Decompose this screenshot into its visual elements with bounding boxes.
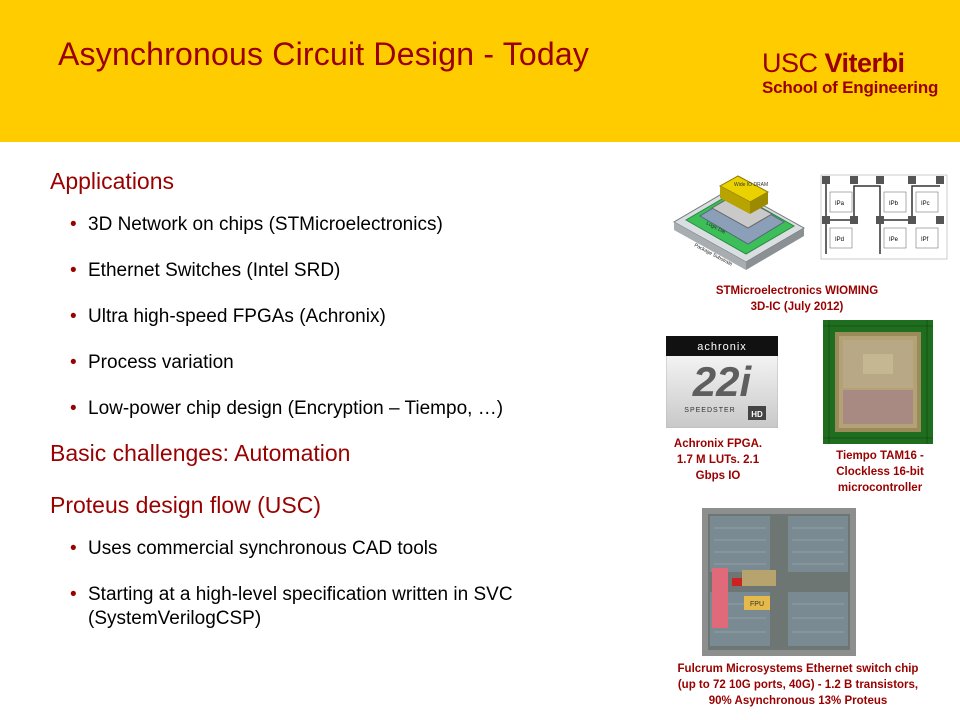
- tiempo-die-photo: [823, 320, 933, 444]
- achronix-caption-line: 1.7 M LUTs. 2.1: [676, 454, 760, 466]
- fulcrum-chip-die: FPU: [702, 508, 856, 656]
- title-banner: Asynchronous Circuit Design - Today USC …: [0, 0, 960, 142]
- noc-label: IPb: [889, 201, 899, 207]
- st-caption-line: STMicroelectronics WIOMING: [715, 285, 879, 297]
- noc-label: IPa: [835, 201, 845, 207]
- achronix-brand: achronix: [697, 341, 747, 353]
- slide-title: Asynchronous Circuit Design - Today: [58, 36, 590, 72]
- noc-label: IPe: [889, 237, 899, 243]
- achronix-hd: HD: [751, 410, 763, 419]
- achronix-model: 22i: [692, 358, 753, 405]
- logo-viterbi: Viterbi: [824, 48, 906, 78]
- tiempo-caption: Tiempo TAM16 - Clockless 16-bit microcon…: [810, 448, 950, 496]
- bullet-item: •Ultra high-speed FPGAs (Achronix): [70, 306, 386, 327]
- bullet-item: •Starting at a high-level specification …: [70, 584, 513, 629]
- achronix-caption-line: Gbps IO: [695, 470, 741, 482]
- tiempo-caption-line: Clockless 16-bit: [836, 466, 924, 478]
- wioming-3d-ic-image: Wide IO DRAM Logic Die Package Substrate: [672, 175, 806, 270]
- bullet-item: •Low-power chip design (Encryption – Tie…: [70, 398, 504, 419]
- fpu-label: FPU: [750, 601, 764, 608]
- noc-label: IPd: [835, 237, 844, 243]
- achronix-speedster-logo: achronix 22i SPEEDSTER HD: [666, 336, 778, 428]
- logo-school: School of Engineering: [762, 78, 939, 97]
- fulcrum-caption: Fulcrum Microsystems Ethernet switch chi…: [640, 661, 956, 709]
- noc-label: IPf: [921, 237, 929, 243]
- challenges-heading: Basic challenges: Automation: [50, 440, 351, 466]
- achronix-caption: Achronix FPGA. 1.7 M LUTs. 2.1 Gbps IO: [648, 436, 788, 484]
- bullet-item: •Uses commercial synchronous CAD tools: [70, 538, 438, 559]
- bullet-item: •Ethernet Switches (Intel SRD): [70, 260, 341, 281]
- fulcrum-caption-line: Fulcrum Microsystems Ethernet switch chi…: [677, 663, 919, 675]
- tiempo-caption-line: Tiempo TAM16 -: [836, 450, 924, 462]
- achronix-sub: SPEEDSTER: [684, 407, 735, 414]
- fulcrum-caption-line: (up to 72 10G ports, 40G) - 1.2 B transi…: [677, 679, 919, 691]
- noc-diagram-image: IPa IPb IPc IPd IPe IPf: [820, 174, 948, 260]
- achronix-caption-line: Achronix FPGA.: [673, 438, 763, 450]
- fulcrum-caption-line: 90% Asynchronous 13% Proteus: [708, 695, 888, 707]
- bullet-item: •3D Network on chips (STMicroelectronics…: [70, 214, 443, 235]
- proteus-heading: Proteus design flow (USC): [50, 492, 321, 518]
- usc-viterbi-logo: USC Viterbi School of Engineering: [762, 48, 938, 98]
- wide-io-label: Wide IO DRAM: [734, 182, 768, 188]
- noc-label: IPc: [921, 201, 930, 207]
- slide-content: Applications •3D Network on chips (STMic…: [50, 165, 670, 653]
- st-caption-line: 3D-IC (July 2012): [750, 301, 844, 313]
- tiempo-caption-line: microcontroller: [837, 482, 923, 494]
- bullet-item: •Process variation: [70, 352, 234, 373]
- st-caption: STMicroelectronics WIOMING 3D-IC (July 2…: [672, 283, 922, 315]
- applications-heading: Applications: [50, 168, 175, 194]
- logo-usc: USC: [762, 48, 818, 78]
